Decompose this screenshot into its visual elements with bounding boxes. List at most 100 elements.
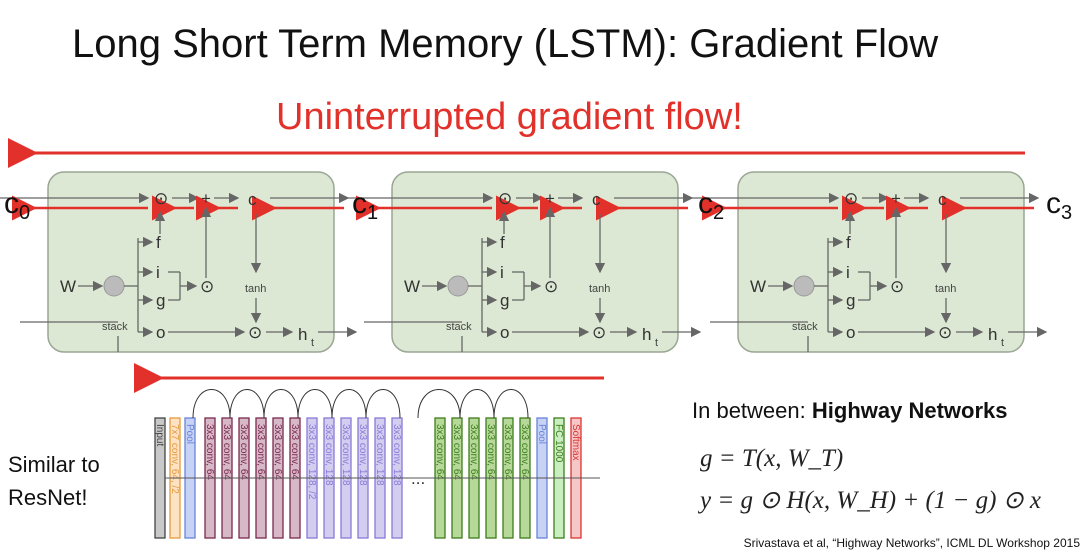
resnet-layer-label: 3x3 conv, 64 <box>519 424 530 480</box>
equation-output: y = g ⊙ H(x, W_H) + (1 − g) ⊙ x <box>700 487 1042 514</box>
resnet-layer-label: 3x3 conv, 128, /2 <box>306 424 317 500</box>
stack-label: stack <box>102 321 128 333</box>
resnet-layer-label: 3x3 conv, 64 <box>204 424 215 480</box>
node-plus: + <box>545 189 555 208</box>
weight-circle <box>103 275 125 297</box>
resnet-skip-connection <box>365 389 401 419</box>
node-o: o <box>500 323 509 342</box>
resnet-skip-connection <box>263 389 299 419</box>
node-i: i <box>156 263 160 282</box>
resnet-layer-label: Pool <box>536 424 547 444</box>
resnet-skip-connection <box>459 389 495 419</box>
node-c: c <box>938 190 947 209</box>
resnet-layer-label: 3x3 conv, 128 <box>374 424 385 486</box>
lstm-cell-box <box>391 171 679 353</box>
citation: Srivastava et al, “Highway Networks”, IC… <box>743 536 1080 550</box>
resnet-skip-connection <box>331 389 367 419</box>
node-o: o <box>846 323 855 342</box>
node-c: c <box>592 190 601 209</box>
node-h: h <box>642 325 651 344</box>
tanh-label: tanh <box>589 283 610 295</box>
highway-prefix: In between: <box>692 398 812 423</box>
resnet-layer-label: 3x3 conv, 64 <box>289 424 300 480</box>
node-h-sub: t <box>655 337 658 349</box>
tanh-label: tanh <box>245 283 266 295</box>
resnet-layer-label: 3x3 conv, 64 <box>485 424 496 480</box>
node-g: g <box>156 291 165 310</box>
resnet-layer-label: 3x3 conv, 64 <box>272 424 283 480</box>
similar-line-1: Similar to <box>8 452 100 477</box>
weight-circle <box>447 275 469 297</box>
node-h: h <box>988 325 997 344</box>
resnet-layer-label: FC 1000 <box>553 424 564 463</box>
resnet-skip-connection <box>297 389 333 419</box>
cell-state-label-2: c2 <box>698 187 725 224</box>
node-odot-forget: ⊙ <box>498 189 512 208</box>
slide-subtitle: Uninterrupted gradient flow! <box>276 96 743 138</box>
weight-label: W <box>750 277 766 296</box>
cell-state-label-3: c3 <box>1046 187 1073 224</box>
node-h-sub: t <box>1001 337 1004 349</box>
highway-bold: Highway Networks <box>811 398 1008 423</box>
resnet-skip-connection <box>493 389 529 419</box>
node-odot-input: ⊙ <box>890 277 904 296</box>
node-odot-input: ⊙ <box>200 277 214 296</box>
node-i: i <box>846 263 850 282</box>
resnet-layer-label: 3x3 conv, 64 <box>238 424 249 480</box>
node-o: o <box>156 323 165 342</box>
resnet-layer-label: 3x3 conv, 128 <box>391 424 402 486</box>
node-odot-output: ⊙ <box>938 323 952 342</box>
cell-state-label-1: c1 <box>352 187 379 224</box>
resnet-layer-label: 3x3 conv, 64 <box>468 424 479 480</box>
weight-label: W <box>60 277 76 296</box>
weight-label: W <box>404 277 420 296</box>
resnet-layer-label: 3x3 conv, 64 <box>434 424 445 480</box>
lstm-cell-box <box>47 171 335 353</box>
similar-to-resnet-text: Similar to ResNet! <box>8 448 100 514</box>
resnet-layer-label: 3x3 conv, 64 <box>255 424 266 480</box>
resnet-layer-label: 3x3 conv, 64 <box>221 424 232 480</box>
node-odot-output: ⊙ <box>592 323 606 342</box>
node-f: f <box>500 233 505 252</box>
node-h-sub: t <box>311 337 314 349</box>
resnet-layer-label: Softmax <box>570 424 581 461</box>
node-plus: + <box>891 189 901 208</box>
tanh-label: tanh <box>935 283 956 295</box>
resnet-layer-label: Pool <box>184 424 195 444</box>
resnet-layer-label: 3x3 conv, 128 <box>323 424 334 486</box>
resnet-skip-connection <box>417 389 461 419</box>
weight-circle <box>793 275 815 297</box>
stack-label: stack <box>446 321 472 333</box>
resnet-layer-label: Input <box>154 424 165 446</box>
node-i: i <box>500 263 504 282</box>
node-g: g <box>500 291 509 310</box>
node-odot-forget: ⊙ <box>154 189 168 208</box>
resnet-layer-label: 7x7 conv, 64, /2 <box>169 424 180 494</box>
node-odot-forget: ⊙ <box>844 189 858 208</box>
resnet-skip-connection <box>192 389 231 419</box>
equation-gate: g = T(x, W_T) <box>700 445 844 472</box>
resnet-skip-connection <box>229 389 265 419</box>
node-h: h <box>298 325 307 344</box>
similar-line-2: ResNet! <box>8 485 88 510</box>
node-g: g <box>846 291 855 310</box>
node-odot-input: ⊙ <box>544 277 558 296</box>
node-plus: + <box>201 189 211 208</box>
stack-label: stack <box>792 321 818 333</box>
node-odot-output: ⊙ <box>248 323 262 342</box>
node-c: c <box>248 190 257 209</box>
cell-state-label-0: c0 <box>4 187 31 224</box>
resnet-layer-label: 3x3 conv, 128 <box>340 424 351 486</box>
node-f: f <box>156 233 161 252</box>
highway-heading: In between: Highway Networks <box>692 398 1007 424</box>
resnet-layer-label: 3x3 conv, 64 <box>451 424 462 480</box>
slide-title: Long Short Term Memory (LSTM): Gradient … <box>72 22 939 66</box>
lstm-cell-box <box>737 171 1025 353</box>
node-f: f <box>846 233 851 252</box>
resnet-layer-label: 3x3 conv, 64 <box>502 424 513 480</box>
resnet-layer-label: 3x3 conv, 128 <box>357 424 368 486</box>
